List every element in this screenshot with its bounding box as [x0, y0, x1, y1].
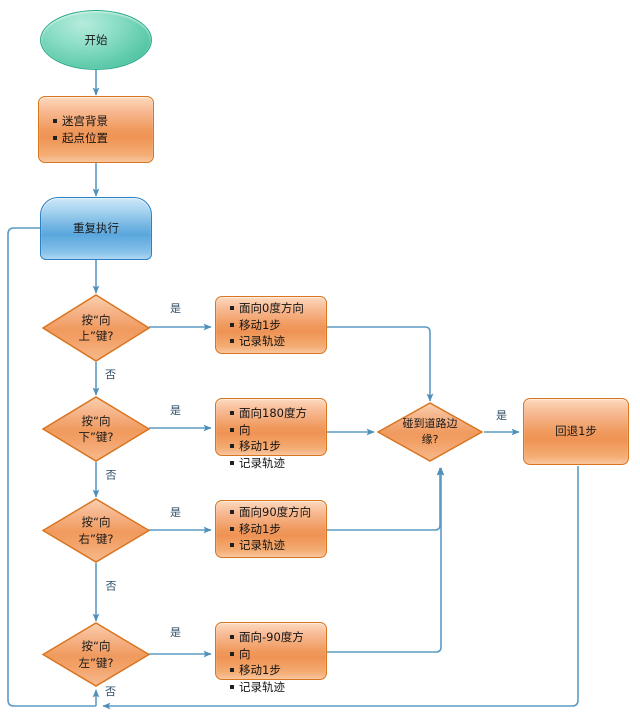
- node-action-right-bullets: 面向90度方向 移动1步 记录轨迹: [216, 501, 326, 557]
- node-decision-up[interactable]: 按“向 上”键?: [42, 294, 150, 362]
- edge-label-yes-left: 是: [170, 626, 181, 639]
- node-action-down[interactable]: 面向180度方 向 移动1步 记录轨迹: [215, 398, 327, 470]
- node-action-left[interactable]: 面向-90度方 向 移动1步 记录轨迹: [215, 622, 327, 694]
- node-action-up-line-1: 面向0度方向: [230, 300, 320, 317]
- node-start-label: 开始: [84, 32, 108, 47]
- diamond-shape: [42, 622, 150, 687]
- diamond-shape: [42, 498, 150, 563]
- edge-label-yes-down: 是: [170, 404, 181, 417]
- node-action-back[interactable]: 回退1步: [523, 398, 629, 465]
- node-init-line-1: 迷宫背景: [53, 113, 147, 130]
- node-action-right[interactable]: 面向90度方向 移动1步 记录轨迹: [215, 500, 327, 558]
- edge-label-yes-edge: 是: [496, 409, 507, 422]
- node-action-up-line-3: 记录轨迹: [230, 333, 320, 350]
- edge-label-no-left: 否: [105, 685, 116, 698]
- node-init-bullets: 迷宫背景 起点位置: [39, 97, 153, 162]
- node-action-right-line-2: 移动1步: [230, 521, 320, 538]
- node-loop[interactable]: 重复执行: [40, 197, 152, 260]
- node-action-down-bullets: 面向180度方 向 移动1步 记录轨迹: [216, 399, 326, 470]
- node-action-right-line-3: 记录轨迹: [230, 537, 320, 554]
- node-action-down-line-1: 面向180度方: [230, 405, 320, 422]
- node-action-up-line-2: 移动1步: [230, 317, 320, 334]
- node-init-line-2: 起点位置: [53, 130, 147, 147]
- edge-label-no-right: 否: [104, 580, 117, 591]
- edge-label-yes-up: 是: [170, 302, 181, 315]
- node-init[interactable]: 迷宫背景 起点位置: [38, 96, 154, 163]
- node-decision-right[interactable]: 按“向 右”键?: [42, 498, 150, 563]
- node-action-down-line-2: 向: [230, 422, 320, 439]
- diamond-shape: [42, 294, 150, 362]
- node-action-back-label: 回退1步: [555, 424, 597, 439]
- node-action-left-bullets: 面向-90度方 向 移动1步 记录轨迹: [216, 623, 326, 694]
- node-decision-edge[interactable]: 碰到道路边 缘?: [377, 402, 483, 462]
- edge-return-to-loop: [7, 224, 96, 707]
- node-action-left-line-1: 面向-90度方: [230, 629, 320, 646]
- diamond-shape: [377, 402, 483, 462]
- edge-action-up-to-edge-check: [326, 326, 434, 402]
- node-start[interactable]: 开始: [40, 10, 152, 70]
- edge-label-no-up: 否: [105, 368, 116, 381]
- edge-back-to-bottom-return: [102, 466, 579, 710]
- node-action-up[interactable]: 面向0度方向 移动1步 记录轨迹: [215, 296, 327, 354]
- edge-label-no-down: 否: [104, 469, 117, 480]
- node-decision-down[interactable]: 按“向 下”键?: [42, 396, 150, 462]
- node-action-left-line-3: 移动1步: [230, 662, 320, 679]
- edge-label-yes-right: 是: [170, 506, 181, 519]
- edge-action-left-to-edge-check: [326, 467, 445, 653]
- node-action-right-line-1: 面向90度方向: [230, 504, 320, 521]
- diamond-shape: [42, 396, 150, 462]
- edge-action-right-to-edge-check: [326, 467, 444, 531]
- node-action-up-bullets: 面向0度方向 移动1步 记录轨迹: [216, 297, 326, 353]
- node-decision-left[interactable]: 按“向 左”键?: [42, 622, 150, 687]
- node-loop-label: 重复执行: [73, 221, 119, 236]
- node-action-left-line-2: 向: [230, 646, 320, 663]
- node-action-down-line-3: 移动1步: [230, 438, 320, 455]
